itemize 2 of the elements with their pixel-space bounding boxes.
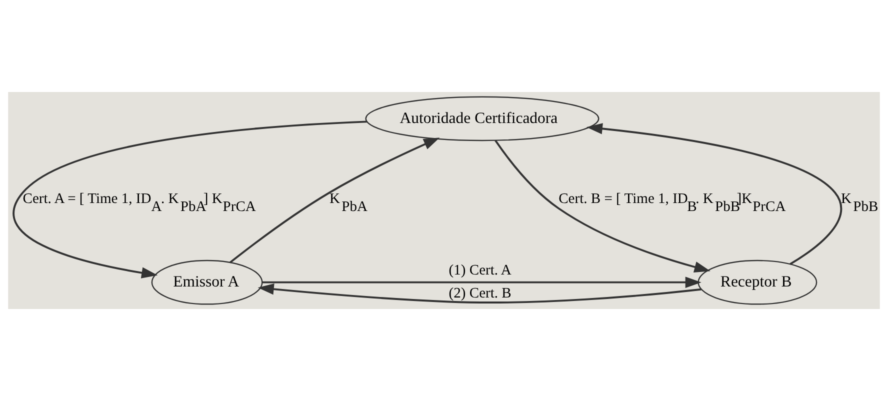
edge-label: (2) Cert. B xyxy=(448,285,512,302)
edge-label: (1) Cert. A xyxy=(448,262,512,278)
